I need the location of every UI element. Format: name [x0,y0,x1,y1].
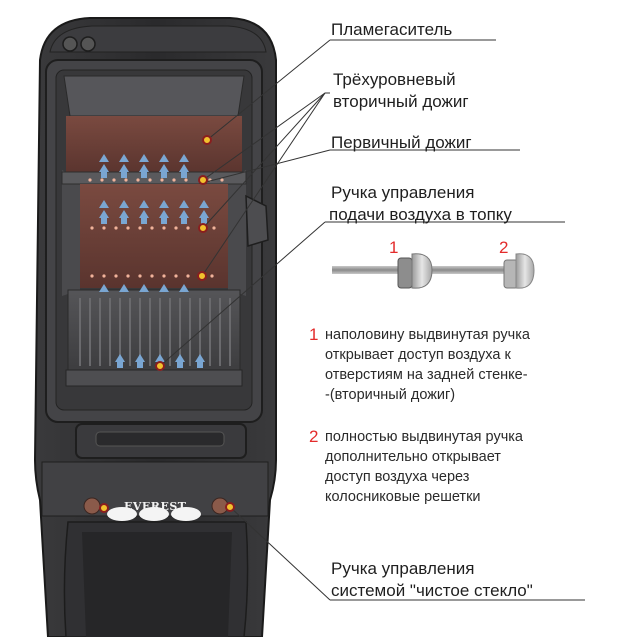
back-wall-upper [66,116,242,174]
note2-line2: дополнительно открывает [325,449,501,465]
handle-position-2: 2 [499,238,509,257]
clean-glass-knob-left [83,497,101,515]
handle-pos2-knob [515,253,535,289]
note2-line4: колосниковые решетки [325,489,481,505]
brand-logo: EVEREST [124,500,187,513]
firebox-right-side [228,170,246,296]
note2-number: 2 [309,427,319,446]
note1-line4: -(вторичный дожиг) [325,387,456,403]
air-arrows [99,154,209,368]
handle-position-1: 1 [389,238,399,257]
hearth-grate-lip [65,369,243,387]
label-flame-arrester: Пламегаситель [331,20,453,39]
label-primary-burn: Первичный дожиг [331,133,472,152]
back-wall-lower [80,184,228,288]
handle-pos1-collar [397,257,413,289]
top-knob-right [80,36,96,52]
callout-markers [99,135,235,513]
secondary-holes-row-2 [90,226,216,230]
flame-arrester-plate [63,75,245,117]
firebox-left-side [62,170,80,296]
handle-pos1-knob [411,253,433,289]
secondary-burn-shelf [61,171,247,185]
note1-line2: открывает доступ воздуха к [325,347,511,363]
ash-drawer-handle [95,431,225,447]
label-clean-glass-line1: Ручка управления [331,559,475,578]
label-clean-glass-line2: системой "чистое стекло" [331,581,533,600]
stove-top-panel [49,25,267,53]
grate-bars [79,298,231,366]
decor-oval-2 [139,507,169,521]
note1-number: 1 [309,325,319,344]
note2-line1: полностью выдвинутая ручка [325,429,523,445]
label-secondary-burn-line1: Трёхуровневый [333,70,456,89]
decor-oval-3 [171,507,201,521]
top-knob-left [62,36,78,52]
handle-diagram [332,253,535,289]
note1-line1: наполовину выдвинутая ручка [325,327,530,343]
note1-line3: отверстиям на задней стенке- [325,367,528,383]
secondary-holes-row-3 [90,274,214,278]
door-latch [245,194,269,247]
note2-line3: доступ воздуха через [325,469,470,485]
label-secondary-burn-line2: вторичный дожиг [333,92,469,111]
callout-lines [159,39,585,601]
secondary-holes-row-1 [88,178,224,182]
label-air-handle-line1: Ручка управления [331,183,475,202]
label-air-handle-line2: подачи воздуха в топку [329,205,512,224]
lower-opening-inner [82,532,232,637]
decor-oval-1 [107,507,137,521]
hearth-floor [67,289,241,375]
